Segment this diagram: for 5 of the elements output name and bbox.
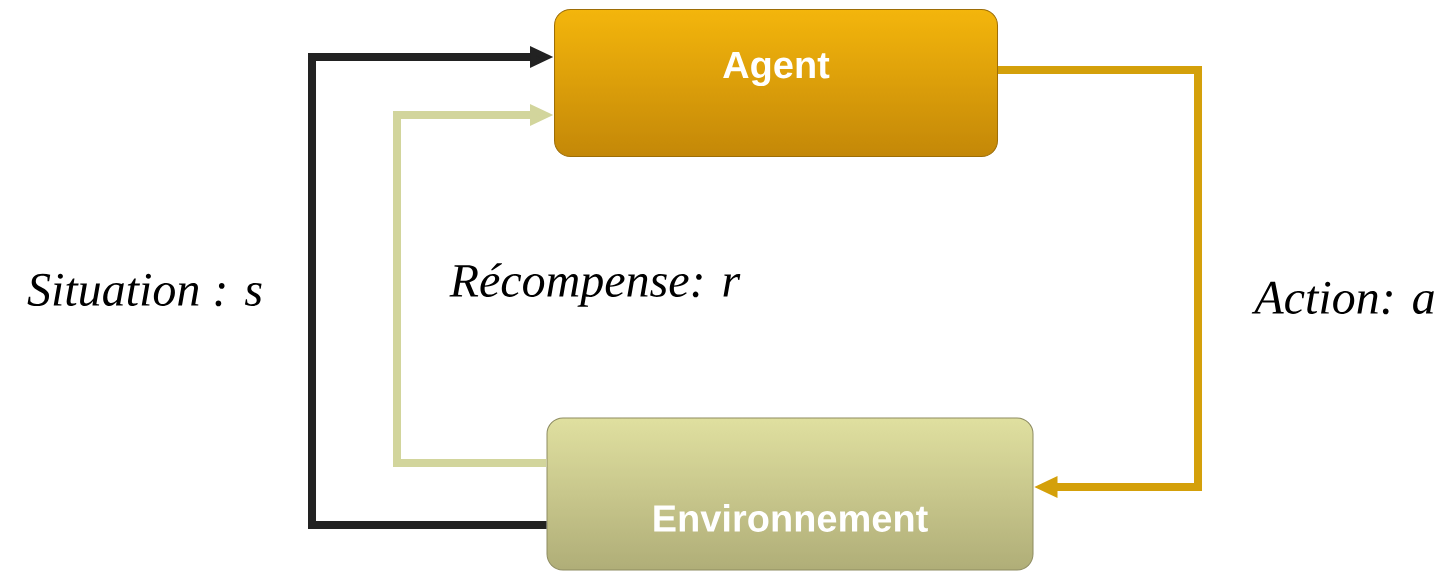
edge-label: Récompense: r	[449, 263, 741, 307]
edge-label: Action: a	[1251, 281, 1434, 315]
process-box: Agent	[554, 9, 998, 157]
edge-label: Situation : s	[27, 273, 262, 307]
process-box: Environnement	[546, 417, 1034, 571]
